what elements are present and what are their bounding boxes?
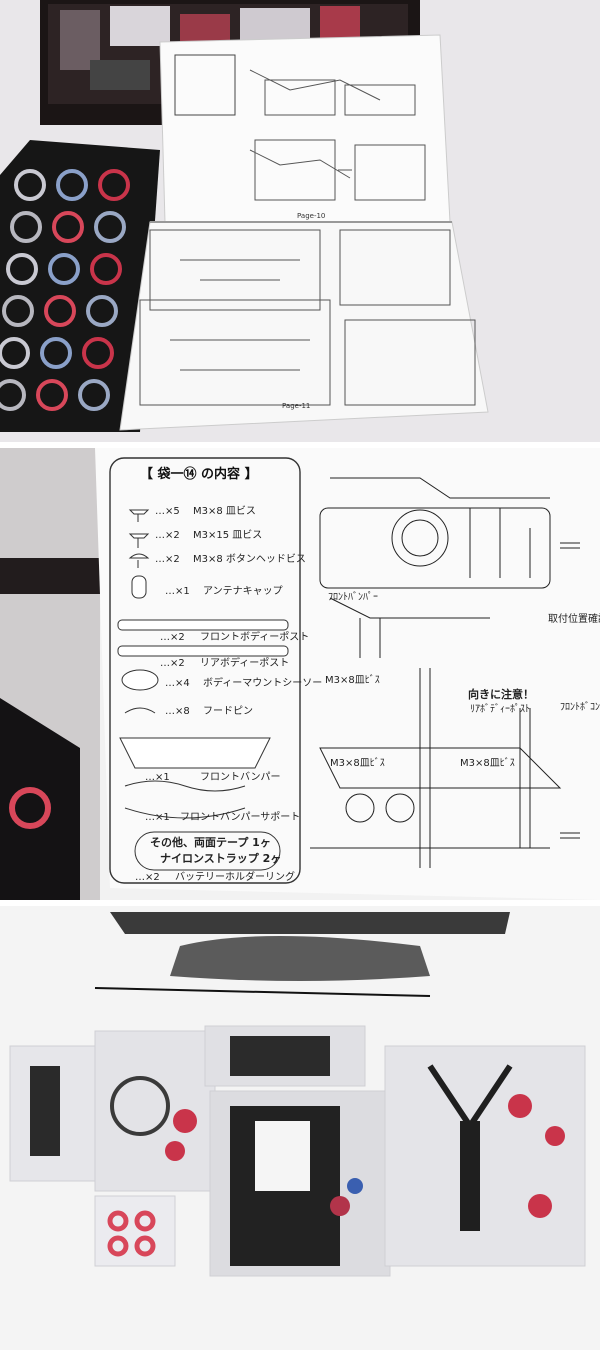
part-qty: …×2 <box>160 658 185 669</box>
manual-closeup-scene: 【 袋一⑭ の内容 】 …×5 M3×8 皿ビス …×2 M3×15 皿ビス …… <box>0 448 600 900</box>
part-name: ボディーマウントシーソー <box>203 676 322 689</box>
parts-list-title: 【 袋一⑭ の内容 】 <box>140 466 258 482</box>
wheel-thumbnail <box>10 211 42 243</box>
wheel-thumbnail <box>52 211 84 243</box>
part-name: フードピン <box>203 705 253 717</box>
wheel-thumbnail <box>14 169 46 201</box>
part-name: フロントボディーポスト <box>200 630 309 643</box>
panel-divider-2 <box>0 900 600 906</box>
parts-footer-line-1: その他、両面テープ 1ヶ <box>150 835 271 849</box>
wheel-thumbnail <box>40 337 72 369</box>
part-qty: …×5 <box>155 506 180 517</box>
wheel-thumbnail <box>94 211 126 243</box>
part-name: リアボディーポスト <box>200 656 289 669</box>
foam-bumper <box>170 936 430 981</box>
wheel-thumbnail <box>56 169 88 201</box>
part-qty: …×1 <box>165 586 190 597</box>
part-qty: …×1 <box>145 772 170 783</box>
parts-footer-line-2: ナイロンストラップ 2ヶ <box>160 851 281 865</box>
wheel-thumbnail <box>0 379 26 411</box>
wheel-thumbnail <box>86 295 118 327</box>
part-qty: …×2 <box>135 872 160 883</box>
parts-bags <box>9 1025 586 1277</box>
callout-front-right: ﾌﾛﾝﾄﾎﾞｺﾝﾊﾟ <box>560 701 600 713</box>
manual-page <box>95 448 600 900</box>
panel-divider-1 <box>0 442 600 448</box>
part-qty: …×2 <box>160 632 185 643</box>
part-name: アンテナキャップ <box>203 585 283 597</box>
manual-booklet-scene: Page-10 Page-11 <box>0 0 600 442</box>
part-qty: …×1 <box>145 812 170 823</box>
photo-bagged-parts <box>0 906 600 1350</box>
wheel-catalog-edge <box>0 698 80 900</box>
wheel-thumbnail <box>82 337 114 369</box>
callout-mount-check: 取付位置確認 <box>548 612 600 625</box>
part-qty: …×2 <box>155 554 180 565</box>
parts-bag <box>94 1030 216 1192</box>
wheel-thumbnail <box>90 253 122 285</box>
wheel-thumbnail <box>98 169 130 201</box>
callout-screw: M3×8皿ﾋﾞｽ <box>325 674 380 686</box>
wheel-thumbnail <box>36 379 68 411</box>
part-qty: …×8 <box>165 706 190 717</box>
part-qty: …×4 <box>165 678 190 689</box>
callout-rear-body-post: ﾘｱﾎﾞﾃﾞｨｰﾎﾟｽﾄ <box>470 703 530 715</box>
wheel-catalog <box>0 140 160 432</box>
manual-page-10-number: Page-10 <box>297 212 325 220</box>
part-icons <box>117 509 289 871</box>
wheel-thumbnail <box>6 253 38 285</box>
part-name: フロントバンパー <box>200 771 281 783</box>
callout-front-bumper: ﾌﾛﾝﾄﾊﾞﾝﾊﾟｰ <box>328 591 378 603</box>
parts-bag <box>94 1195 176 1267</box>
part-qty: …×2 <box>155 530 180 541</box>
parts-list: …×5 M3×8 皿ビス …×2 M3×15 皿ビス …×2 M3×8 ボタンヘ… <box>135 505 322 883</box>
wheel-thumbnail <box>78 379 110 411</box>
parts-bag <box>384 1045 586 1267</box>
part-name: フロントバンパーサポート <box>180 811 300 823</box>
manual-page-11-number: Page-11 <box>282 402 310 410</box>
photo-manual-closeup: 【 袋一⑭ の内容 】 …×5 M3×8 皿ビス …×2 M3×15 皿ビス …… <box>0 448 600 900</box>
part-name: M3×15 皿ビス <box>193 529 262 541</box>
wheel-thumbnail <box>44 295 76 327</box>
part-name: M3×8 ボタンヘッドビス <box>193 553 306 565</box>
parts-list-box <box>109 457 301 884</box>
photo-manual-booklet: Page-10 Page-11 <box>0 0 600 442</box>
carbon-chassis-plate <box>110 912 510 934</box>
part-name: バッテリーホルダーリング <box>175 870 295 883</box>
bagged-parts-scene <box>0 906 600 1350</box>
wheel-thumbnail <box>0 337 30 369</box>
chassis-assembly-drawing <box>310 477 580 868</box>
callout-screw: M3×8皿ﾋﾞｽ <box>460 757 515 769</box>
callout-screw: M3×8皿ﾋﾞｽ <box>330 757 385 769</box>
antenna-rod <box>94 987 431 997</box>
wheel-thumbnail <box>48 253 80 285</box>
part-name: M3×8 皿ビス <box>193 505 256 517</box>
callout-orientation-note: 向きに注意！ <box>468 687 534 701</box>
wheel-thumbnail <box>2 295 34 327</box>
manual-booklet: Page-10 Page-11 <box>119 34 489 431</box>
